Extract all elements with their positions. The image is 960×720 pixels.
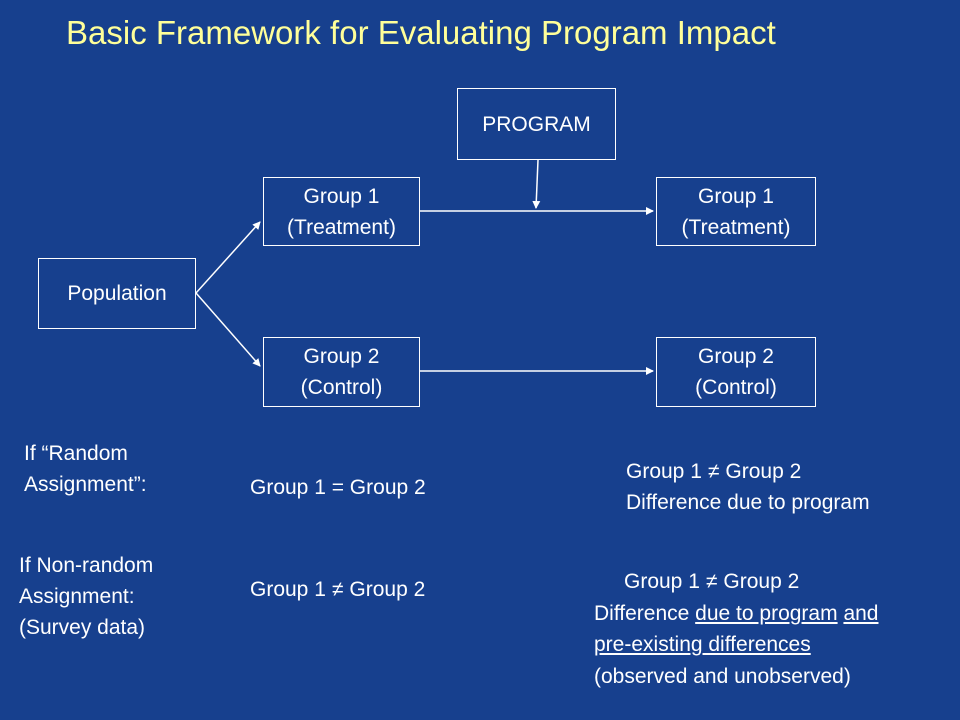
group2-label: Group 2 bbox=[698, 345, 774, 368]
random-assignment-label: If “Random Assignment”: bbox=[24, 442, 147, 496]
nonrandom-after-explanation-line3: (observed and unobserved) bbox=[594, 665, 851, 688]
nonrandom-after-explanation-line1: Difference due to program and bbox=[594, 602, 879, 625]
nonrandom-after-explanation-line2: pre-existing differences bbox=[594, 633, 811, 656]
group1-label: Group 1 bbox=[303, 184, 380, 208]
not-equal-icon: ≠ bbox=[705, 570, 718, 593]
group2-label: Group 2 bbox=[303, 345, 380, 368]
group2-sublabel: (Control) bbox=[695, 376, 777, 399]
random-after-inequality: Group 1≠Group 2 bbox=[626, 456, 801, 487]
random-after-explanation: Difference due to program bbox=[626, 491, 870, 514]
group1-treatment-box-before: Group 1 (Treatment) bbox=[263, 177, 420, 246]
population-box: Population bbox=[38, 258, 196, 329]
random-before-equality: Group 1 = Group 2 bbox=[250, 476, 426, 499]
group2-sublabel: (Control) bbox=[300, 376, 383, 399]
arrow-program-to-treatment bbox=[532, 159, 541, 209]
group1-label: Group 1 bbox=[698, 184, 774, 208]
group1-sublabel: (Treatment) bbox=[681, 215, 791, 239]
nonrandom-before-inequality: Group 1≠Group 2 bbox=[250, 574, 425, 605]
program-box: PROGRAM bbox=[457, 88, 616, 160]
not-equal-icon: ≠ bbox=[707, 460, 720, 483]
group1-sublabel: (Treatment) bbox=[287, 215, 396, 239]
group1-treatment-box-after: Group 1 (Treatment) bbox=[656, 177, 816, 246]
program-label: PROGRAM bbox=[482, 112, 591, 136]
nonrandom-after-inequality: Group 1≠Group 2 bbox=[624, 566, 799, 597]
arrow-population-to-group1 bbox=[195, 221, 261, 294]
arrow-population-to-group2 bbox=[195, 292, 261, 367]
population-label: Population bbox=[67, 282, 167, 305]
not-equal-icon: ≠ bbox=[331, 578, 344, 601]
nonrandom-assignment-label: If Non-random Assignment: (Survey data) bbox=[19, 554, 154, 639]
group2-control-box-after: Group 2 (Control) bbox=[656, 337, 816, 407]
page-title: Basic Framework for Evaluating Program I… bbox=[66, 14, 776, 51]
group2-control-box-before: Group 2 (Control) bbox=[263, 337, 420, 407]
